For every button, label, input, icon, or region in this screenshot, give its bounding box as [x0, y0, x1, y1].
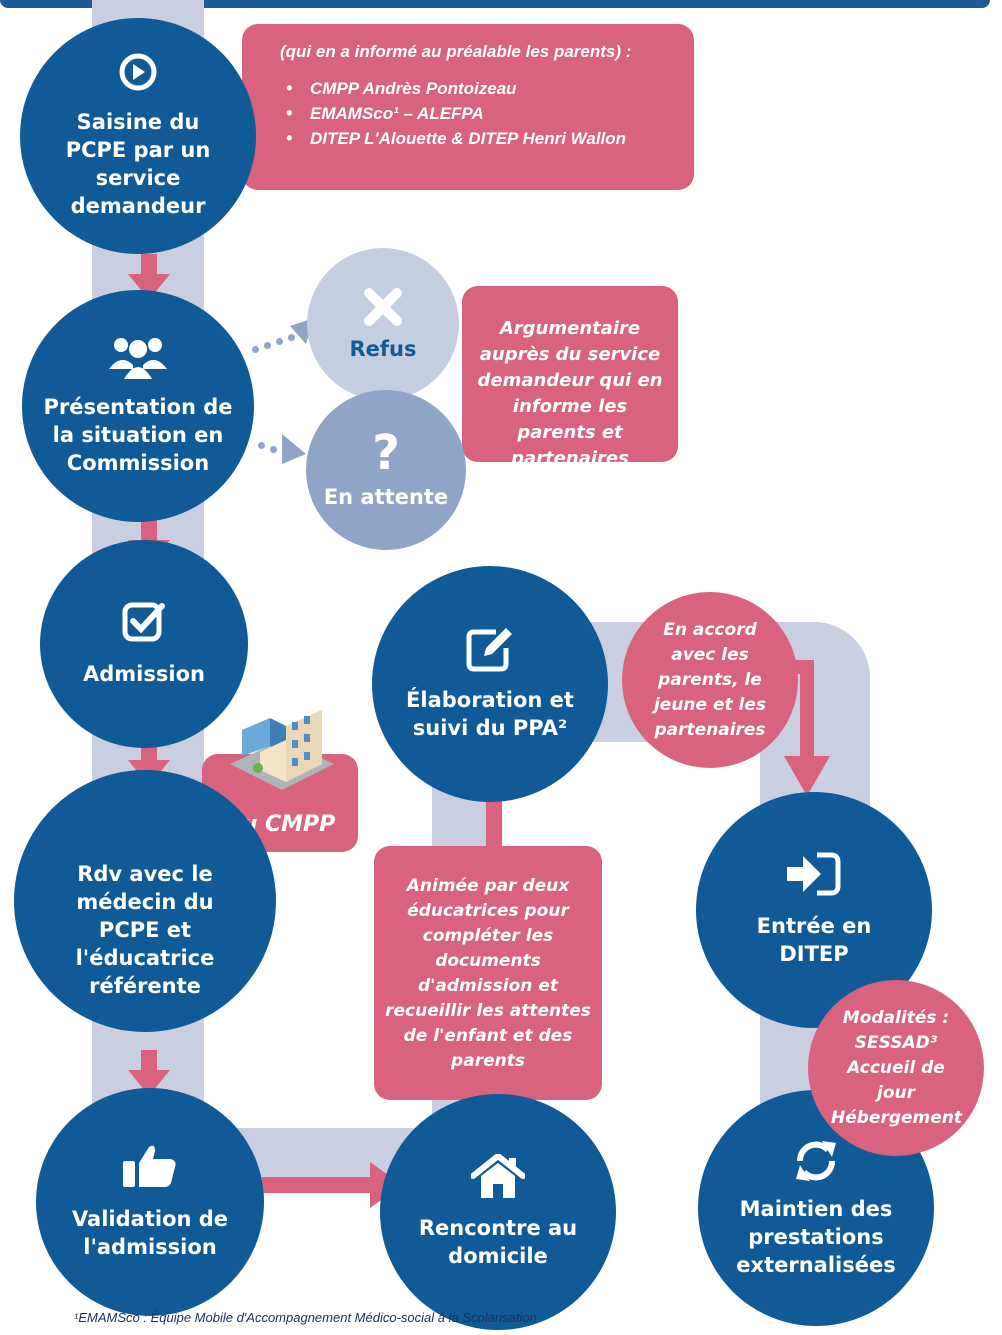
thumbs-up-icon	[123, 1145, 176, 1187]
arrow-down-4	[128, 1050, 170, 1096]
accord-note: En accord avec les parents, le jeune et …	[622, 592, 798, 768]
step-elaboration-label: Élaboration et suivi du PPA²	[406, 688, 574, 740]
cross-icon	[364, 288, 402, 326]
argumentaire-text: Argumentaire auprès du service demandeur…	[477, 318, 663, 469]
step-attente: ? En attente	[306, 390, 466, 550]
step-refus: Refus	[307, 248, 459, 400]
requester-item: CMPP Andrès Pontoizeau	[280, 76, 674, 101]
step-validation-label: Validation de l'admission	[71, 1207, 229, 1259]
step-saisine: Saisine du PCPE par un service demandeur	[20, 18, 256, 254]
group-icon	[109, 338, 167, 379]
refresh-icon	[796, 1141, 836, 1181]
requester-title: (qui en a informé au préalable les paren…	[280, 42, 632, 61]
step-validation: Validation de l'admission	[36, 1088, 264, 1316]
step-elaboration: Élaboration et suivi du PPA²	[372, 566, 608, 802]
step-admission-label: Admission	[83, 662, 205, 686]
dotted-arrow-attente-head	[282, 434, 306, 464]
step-rencontre-label: Rencontre au domicile	[418, 1216, 578, 1268]
home-icon	[471, 1154, 525, 1198]
step-rdv: Rdv avec le médecin du PCPE et l'éducatr…	[14, 770, 276, 1032]
step-refus-label: Refus	[349, 337, 417, 361]
step-presentation-label: Présentation de la situation en Commissi…	[43, 395, 233, 475]
modalites-note: Modalités : SESSAD³ Accueil de jour Hébe…	[808, 980, 984, 1156]
requester-box: (qui en a informé au préalable les paren…	[242, 24, 694, 190]
play-circle-icon	[119, 53, 157, 91]
argumentaire-box: Argumentaire auprès du service demandeur…	[462, 286, 678, 469]
animee-box: Animée par deux éducatrices pour complét…	[374, 846, 602, 1100]
step-attente-label: En attente	[323, 485, 449, 509]
animee-text: Animée par deux éducatrices pour complét…	[385, 876, 591, 1071]
arrow-down-1	[128, 254, 170, 300]
step-entree-label: Entrée en DITEP	[756, 914, 872, 966]
step-presentation: Présentation de la situation en Commissi…	[22, 290, 254, 522]
step-rdv-label: Rdv avec le médecin du PCPE et l'éducatr…	[75, 862, 215, 998]
requester-item: EMAMSco¹ – ALEFPA	[280, 101, 674, 126]
footnote: ¹EMAMSco : Équipe Mobile d'Accompagnemen…	[74, 1310, 537, 1325]
requester-item: DITEP L'Alouette & DITEP Henri Wallon	[280, 126, 674, 151]
requester-list: CMPP Andrès Pontoizeau EMAMSco¹ – ALEFPA…	[280, 76, 674, 151]
modalites-text: Modalités : SESSAD³ Accueil de jour Hébe…	[831, 1007, 963, 1128]
sign-in-icon	[787, 852, 841, 896]
step-admission: Admission	[40, 540, 248, 748]
edit-icon	[466, 628, 512, 672]
accord-text: En accord avec les parents, le jeune et …	[653, 619, 767, 740]
step-rencontre: Rencontre au domicile	[380, 1094, 616, 1330]
checkbox-icon	[122, 602, 165, 642]
question-icon: ?	[372, 425, 400, 481]
step-maintien-label: Maintien des prestations externalisées	[736, 1197, 896, 1277]
step-saisine-label: Saisine du PCPE par un service demandeur	[65, 110, 211, 218]
building-icon	[230, 710, 334, 790]
